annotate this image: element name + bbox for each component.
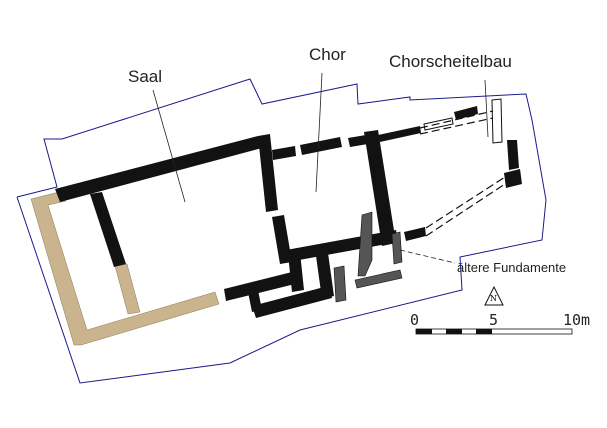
scale-bar-graphic [415,328,573,335]
label-saal: Saal [128,67,163,86]
scale-tick-10m: 10m [563,311,591,329]
leader-lines [152,72,489,264]
label-chorscheitelbau: Chorscheitelbau [389,52,512,71]
excavated-walls [55,106,522,318]
reconstruction-lines [419,110,506,237]
older-foundations [333,211,403,303]
label-aeltere-fundamente: ältere Fundamente [457,260,567,275]
north-letter: N [490,294,497,303]
label-chor: Chor [309,45,346,64]
excavation-boundary [16,78,547,384]
scale-tick-5: 5 [489,311,499,329]
scale-tick-0: 0 [410,311,420,329]
north-arrow-icon [484,285,504,306]
